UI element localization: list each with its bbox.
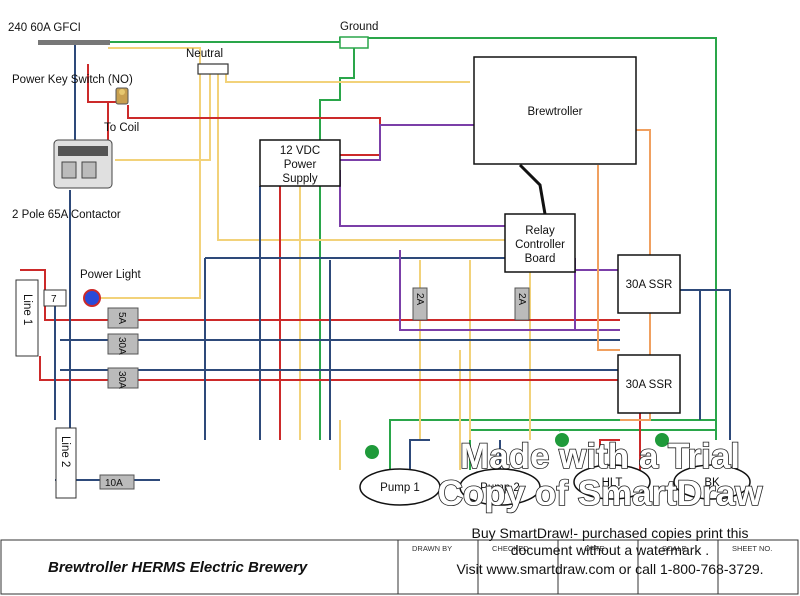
scale-label: SCALE [662, 544, 687, 553]
fuse-30a-1: 30A [107, 333, 139, 355]
bk-outlet [673, 464, 751, 500]
data-cable [518, 163, 547, 215]
gfci-bar [38, 40, 110, 45]
gfci-label: 240 60A GFCI [8, 22, 81, 34]
ssr-top-label: 30A SSR [626, 279, 673, 291]
contactor-label: 2 Pole 65A Contactor [12, 209, 121, 221]
neutral-label: Neutral [186, 48, 223, 60]
power-light-icon [83, 289, 101, 307]
pump1-label: Pump 1 [380, 482, 420, 494]
title-block [0, 539, 799, 595]
fuse-30a-2: 30A [107, 367, 139, 389]
power-supply-box [259, 139, 341, 187]
ssr-bottom-box [617, 354, 681, 414]
sheet-no-label: SHEET NO. [732, 544, 772, 553]
drawing-title: Brewtroller HERMS Electric Brewery [48, 559, 308, 576]
svg-text:5A: 5A [116, 312, 127, 325]
key-switch-icon [115, 87, 129, 105]
light-terminal-label: 7 [51, 294, 57, 305]
power-supply-line2: Power [284, 159, 317, 171]
relay-board-line1: Relay [525, 225, 555, 237]
neutral-wires [100, 47, 531, 470]
watermark-line1: Made with a Trial [460, 437, 740, 476]
svg-text:30A: 30A [116, 371, 127, 389]
svg-text:2A: 2A [414, 293, 425, 306]
pump2-outlet [459, 468, 541, 506]
watermark-line4: document without a watermark . [511, 542, 709, 558]
ssr-bottom-label: 30A SSR [626, 379, 673, 391]
watermark-line3: Buy SmartDraw!- purchased copies print t… [472, 525, 749, 541]
watermark-line5: Visit www.smartdraw.com or call 1-800-76… [456, 561, 763, 577]
hlt-outlet [573, 464, 651, 500]
svg-text:30A: 30A [116, 337, 127, 355]
line2-block [55, 427, 77, 499]
to-coil-label: To Coil [104, 122, 139, 134]
outlet-dot-3 [653, 431, 671, 449]
line2-label: Line 2 [59, 436, 71, 467]
date-label: DATE [585, 544, 604, 553]
fuse-5a: 5A [107, 307, 139, 329]
fuse-10a: 10A [99, 474, 135, 490]
checked-label: CHECKED [492, 544, 529, 553]
line1-label: Line 1 [21, 294, 33, 325]
ssr-top-box [617, 254, 681, 314]
drawn-by-label: DRAWN BY [412, 544, 452, 553]
wires [20, 37, 731, 481]
bk-label: BK [704, 477, 720, 489]
outlet-dot-1 [363, 443, 381, 461]
brewtroller-box [473, 56, 637, 165]
pump2-label: Pump 2 [480, 482, 520, 494]
power-supply-line3: Supply [282, 173, 317, 185]
line1-block [15, 279, 39, 357]
relay-board-line2: Controller [515, 239, 565, 251]
relay-board-box [504, 213, 576, 273]
fuse-2a-2: 2A [514, 287, 530, 321]
light-terminal [43, 289, 67, 307]
ground-label: Ground [340, 21, 378, 33]
outlet-dot-2 [553, 431, 571, 449]
svg-text:2A: 2A [516, 293, 527, 306]
ground-terminal [339, 36, 369, 49]
fuse-2a-1: 2A [412, 287, 428, 321]
power-supply-line1: 12 VDC [280, 145, 320, 157]
brewtroller-label: Brewtroller [528, 106, 583, 118]
watermark-line2: Copy of SmartDraw [438, 474, 764, 513]
neutral-terminal [197, 63, 229, 75]
hlt-label: HLT [602, 477, 623, 489]
power-light-label: Power Light [80, 269, 142, 281]
svg-text:10A: 10A [105, 478, 123, 489]
pump1-outlet [359, 468, 441, 506]
relay-board-line3: Board [525, 253, 556, 265]
key-switch-label: Power Key Switch (NO) [12, 74, 133, 86]
contactor-icon [53, 139, 113, 189]
